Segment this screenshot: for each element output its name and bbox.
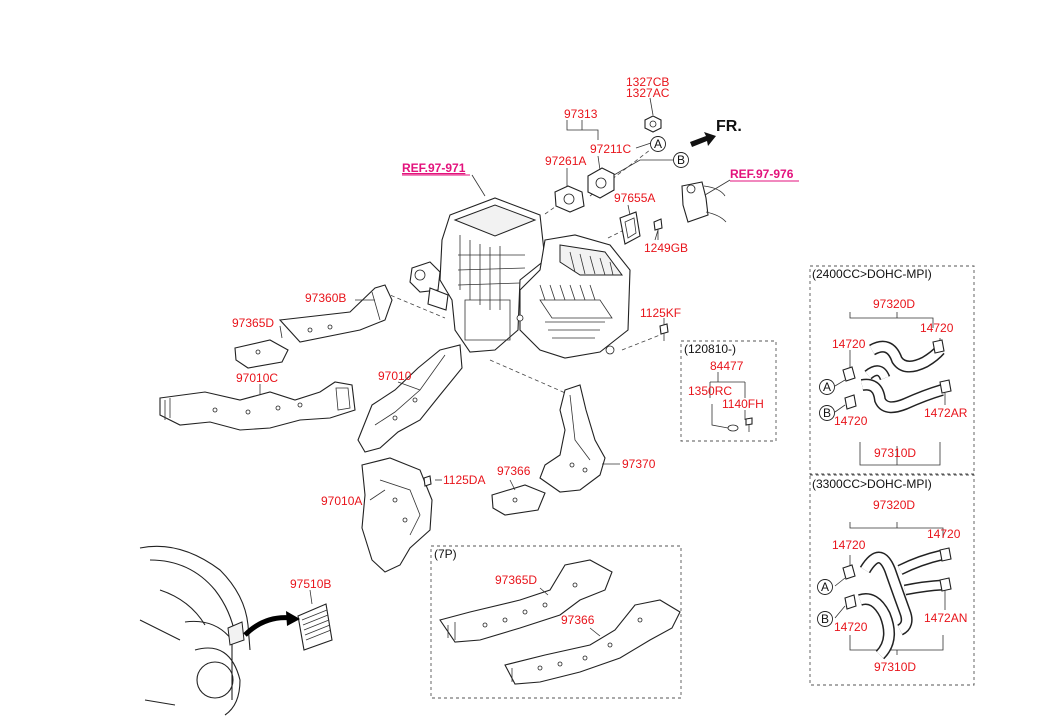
part-label-97370: 97370 [622, 457, 656, 471]
part-label-1125da: 1125DA [443, 473, 485, 487]
part-label-1472ar: 1472AR [924, 406, 968, 420]
svg-text:B: B [823, 406, 831, 420]
front-label: FR. [716, 118, 742, 135]
hose-set-3300cc [834, 522, 952, 660]
box-7p: (7P) [430, 545, 682, 699]
callout-a-main: A [650, 136, 666, 152]
callout-b-3300: B [817, 611, 833, 627]
part-label-97360b: 97360B [305, 291, 346, 305]
svg-text:A: A [821, 580, 829, 594]
box-2400cc-title: (2400CC>DOHC-MPI) [812, 267, 932, 281]
part-label-14720-2400-top: 14720 [920, 321, 954, 335]
ref-label-left[interactable]: REF.97-971 [402, 161, 466, 175]
part-label-97365d-7p: 97365D [495, 573, 537, 587]
duct-97365d [234, 339, 289, 369]
svg-text:B: B [821, 612, 829, 626]
duct-97010a [361, 457, 433, 573]
box-3300cc: (3300CC>DOHC-MPI) [809, 474, 975, 686]
duct-7p-97366 [504, 599, 681, 685]
flange-parts [554, 115, 727, 341]
part-label-97320d-3300: 97320D [873, 498, 915, 512]
part-label-14720-3300-bottom: 14720 [834, 620, 868, 634]
box-120810-parts [709, 372, 753, 432]
callout-b-main: B [673, 152, 689, 168]
duct-97360b [278, 284, 393, 343]
svg-text:B: B [677, 153, 685, 167]
part-label-14720-2400-left: 14720 [832, 337, 866, 351]
part-label-1472an: 1472AN [924, 611, 967, 625]
part-label-97310d-3300: 97310D [874, 660, 916, 674]
part-label-97510b: 97510B [290, 577, 331, 591]
part-label-97261a: 97261A [545, 154, 586, 168]
box-120810: (120810-) [680, 340, 777, 442]
part-label-97320d-2400: 97320D [873, 297, 915, 311]
hose-set-2400cc [834, 312, 952, 466]
callout-b-2400: B [819, 405, 835, 421]
box-7p-title: (7P) [434, 547, 457, 561]
svg-text:A: A [823, 380, 831, 394]
box-3300cc-title: (3300CC>DOHC-MPI) [812, 477, 932, 491]
part-label-97010c: 97010C [236, 371, 278, 385]
duct-97010c [159, 381, 356, 431]
part-label-14720-2400-bottom: 14720 [834, 414, 868, 428]
box-120810-title: (120810-) [684, 342, 736, 356]
car-rear-illustration [139, 545, 333, 716]
part-label-97366: 97366 [497, 464, 531, 478]
leader-lines [259, 97, 731, 637]
part-label-97365d: 97365D [232, 316, 274, 330]
part-label-1140fh: 1140FH [722, 397, 764, 411]
ref-label-right[interactable]: REF.97-976 [730, 167, 794, 181]
callout-a-2400: A [819, 379, 835, 395]
part-label-97655a: 97655A [614, 191, 655, 205]
part-label-1350rc: 1350RC [688, 384, 732, 398]
part-label-14720-3300-top: 14720 [927, 527, 961, 541]
part-label-1327cb: 1327CB [626, 75, 669, 89]
part-label-97310d-2400: 97310D [874, 446, 916, 460]
duct-97366 [491, 484, 546, 516]
duct-97010 [357, 344, 463, 453]
front-direction-marker: FR. [690, 118, 742, 147]
svg-text:A: A [654, 137, 662, 151]
box-2400cc: (2400CC>DOHC-MPI) [809, 265, 975, 475]
duct-7p-97365d [439, 559, 613, 643]
part-label-1249gb: 1249GB [644, 241, 688, 255]
duct-97370 [539, 384, 606, 493]
part-label-97010: 97010 [378, 369, 412, 383]
part-label-14720-3300-left: 14720 [832, 538, 866, 552]
part-label-84477: 84477 [710, 359, 744, 373]
part-label-97010a: 97010A [321, 494, 362, 508]
part-label-97366-7p: 97366 [561, 613, 595, 627]
callout-a-3300: A [817, 579, 833, 595]
part-label-1327ac: 1327AC [626, 86, 670, 100]
part-label-1125kf: 1125KF [640, 306, 681, 320]
part-label-97313: 97313 [564, 107, 598, 121]
part-label-97211c: 97211C [590, 142, 631, 156]
heater-blower-unit [377, 149, 661, 396]
